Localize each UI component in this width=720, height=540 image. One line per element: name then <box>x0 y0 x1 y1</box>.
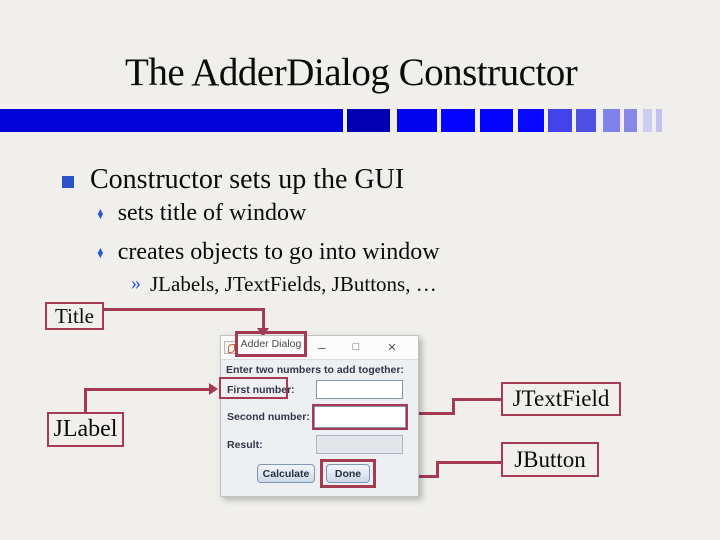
bullet-level3-item: » JLabels, JTextFields, JButtons, … <box>131 272 437 297</box>
bar-segment <box>347 109 390 132</box>
result-field <box>316 435 403 454</box>
second-number-field[interactable] <box>314 406 406 428</box>
bar-segment <box>624 109 637 132</box>
bar-segment <box>656 109 662 132</box>
result-label: Result: <box>227 439 263 451</box>
bar-segment <box>518 109 544 132</box>
callout-line <box>436 461 439 478</box>
callout-line <box>452 398 501 401</box>
first-number-label-highlight-box <box>219 377 288 399</box>
second-number-label: Second number: <box>227 411 310 423</box>
close-button[interactable]: ✕ <box>387 341 397 354</box>
done-button-highlight-box: Done <box>320 459 376 488</box>
slide-title: The AdderDialog Constructor <box>125 51 578 94</box>
bullet-diamond-icon: ♦ <box>97 243 104 262</box>
callout-line <box>84 388 210 391</box>
callout-line <box>436 461 501 464</box>
window-title-highlight-box: Adder Dialog <box>235 331 307 357</box>
bar-segment <box>643 109 652 132</box>
callout-line <box>262 308 265 329</box>
callout-line <box>103 308 265 311</box>
bar-segment <box>603 109 620 132</box>
minimize-button[interactable]: – <box>318 339 326 355</box>
dialog-body: Enter two numbers to add together: First… <box>219 360 418 496</box>
done-button[interactable]: Done <box>326 464 370 483</box>
bullet-chevron-icon: » <box>131 272 141 294</box>
bar-segment <box>0 109 343 132</box>
bullet-level1-text: Constructor sets up the GUI <box>90 164 405 195</box>
second-number-field-highlight-box <box>312 404 408 430</box>
bar-segment <box>548 109 572 132</box>
callout-line <box>452 398 455 414</box>
callout-line <box>415 412 455 415</box>
maximize-button[interactable]: □ <box>352 341 360 353</box>
adder-dialog-window: Adder Dialog – □ ✕ Enter two numbers to … <box>219 331 419 497</box>
dialog-titlebar[interactable]: Adder Dialog – □ ✕ <box>221 331 418 360</box>
first-number-field[interactable] <box>316 380 403 399</box>
bullet-square-icon <box>62 176 74 188</box>
callout-line <box>84 390 87 413</box>
bar-segment <box>576 109 596 132</box>
window-title: Adder Dialog <box>240 338 302 350</box>
bullet-level2-text: creates objects to go into window <box>117 239 440 265</box>
callout-jtextfield-box: JTextField <box>501 382 621 416</box>
bar-segment <box>480 109 513 132</box>
callout-jlabel-box: JLabel <box>47 412 124 447</box>
bullet-level2-text: sets title of window <box>117 200 307 226</box>
bar-segment <box>441 109 475 132</box>
bullet-level2-item: ♦ sets title of window <box>96 200 306 227</box>
bullet-level1: Constructor sets up the GUI <box>62 164 404 196</box>
callout-title-box: Title <box>45 302 104 330</box>
calculate-button[interactable]: Calculate <box>257 464 315 483</box>
callout-jbutton-box: JButton <box>501 442 599 477</box>
bullet-level3-text: JLabels, JTextFields, JButtons, … <box>150 272 437 296</box>
dialog-instruction: Enter two numbers to add together: <box>226 364 404 376</box>
bullet-level2-item: ♦ creates objects to go into window <box>96 239 440 266</box>
arrow-right-icon <box>209 383 218 395</box>
bullet-diamond-icon: ♦ <box>97 204 104 223</box>
bar-segment <box>397 109 437 132</box>
first-number-label: First number: <box>227 384 295 396</box>
decorative-bar <box>0 109 670 132</box>
